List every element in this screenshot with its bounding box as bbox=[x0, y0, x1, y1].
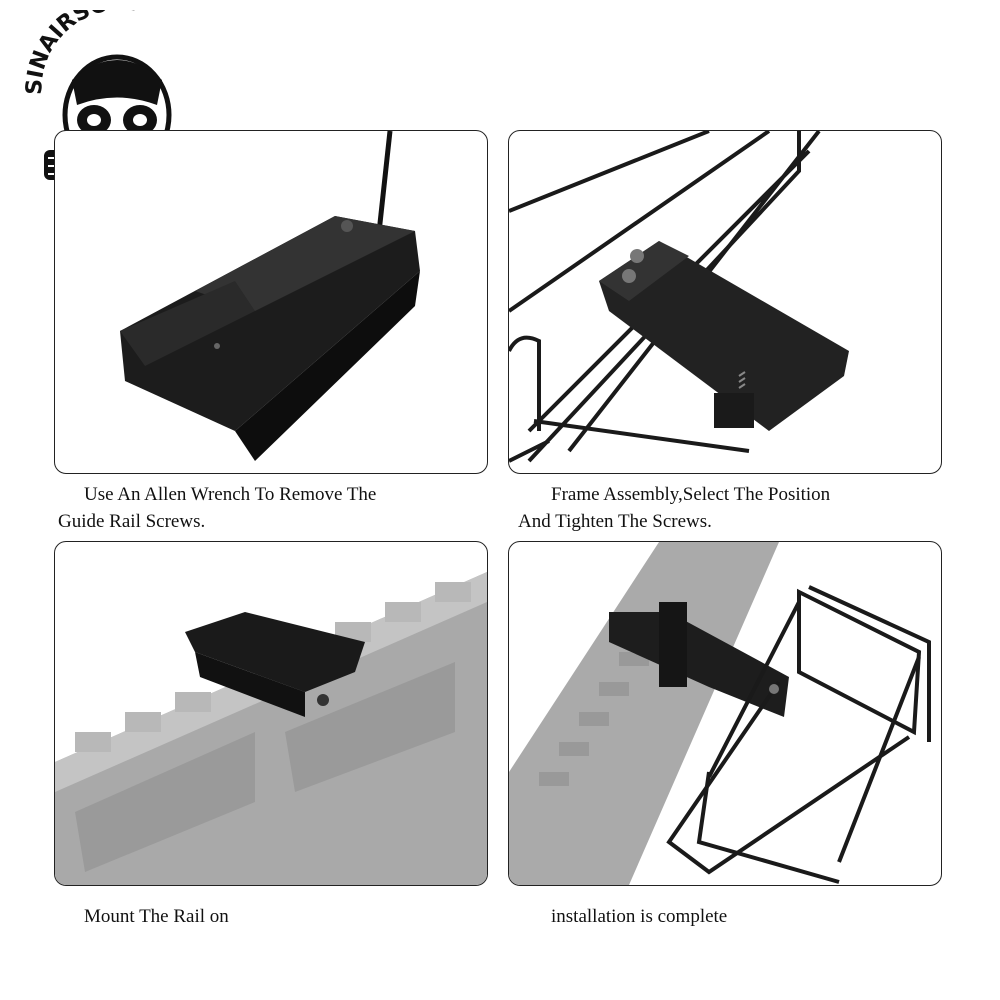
step-4-caption: installation is complete bbox=[551, 906, 728, 927]
step-4-image bbox=[508, 541, 942, 886]
step-2-caption-line2: And Tighten The Screws. bbox=[518, 511, 712, 532]
step-2-caption-line1: Frame Assembly,Select The Position bbox=[551, 484, 831, 505]
step-3-image bbox=[54, 541, 488, 886]
step-1-image bbox=[54, 130, 488, 474]
step-1-caption-line2: Guide Rail Screws. bbox=[58, 511, 206, 532]
step-3-caption: Mount The Rail on bbox=[84, 906, 229, 927]
step-2-image bbox=[508, 130, 942, 474]
step-1-caption-line1: Use An Allen Wrench To Remove The bbox=[84, 484, 377, 505]
